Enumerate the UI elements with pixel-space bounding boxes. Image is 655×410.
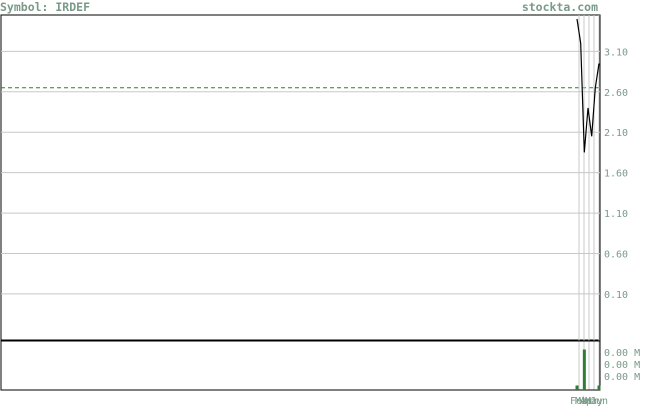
y-tick-label: 2.10: [604, 128, 628, 139]
volume-tick-label: 0.00 M: [604, 348, 640, 359]
volume-bar: [575, 385, 579, 390]
volume-tick-label: 0.00 M: [604, 360, 640, 371]
y-tick-label: 1.10: [604, 209, 628, 220]
x-tick-label: Jun: [590, 396, 608, 406]
volume-frame: [0, 340, 601, 391]
y-tick-label: 0.10: [604, 290, 628, 301]
price-line: [576, 18, 600, 153]
x-tick-label: Feb: [570, 396, 588, 406]
volume-bar: [582, 349, 586, 390]
y-tick-label: 3.10: [604, 47, 628, 58]
x-tick-label: May: [585, 396, 603, 406]
price-frame: [0, 14, 601, 341]
volume-bar: [597, 385, 601, 390]
volume-tick-label: 0.00 M: [604, 372, 640, 383]
y-tick-label: 2.60: [604, 88, 628, 99]
price-panel: 3.10 2.60 2.10 1.60 1.10 0.60 0.10: [0, 14, 628, 390]
y-tick-label: 1.60: [604, 169, 628, 180]
x-tick-label: Apr: [580, 396, 598, 406]
site-label: stockta.com: [522, 0, 598, 14]
symbol-label: Symbol: IRDEF: [0, 0, 90, 14]
volume-panel: 0.00 M0.00 M0.00 M: [0, 340, 640, 391]
y-tick-label: 0.60: [604, 249, 628, 260]
x-tick-label: Mar: [575, 396, 593, 406]
